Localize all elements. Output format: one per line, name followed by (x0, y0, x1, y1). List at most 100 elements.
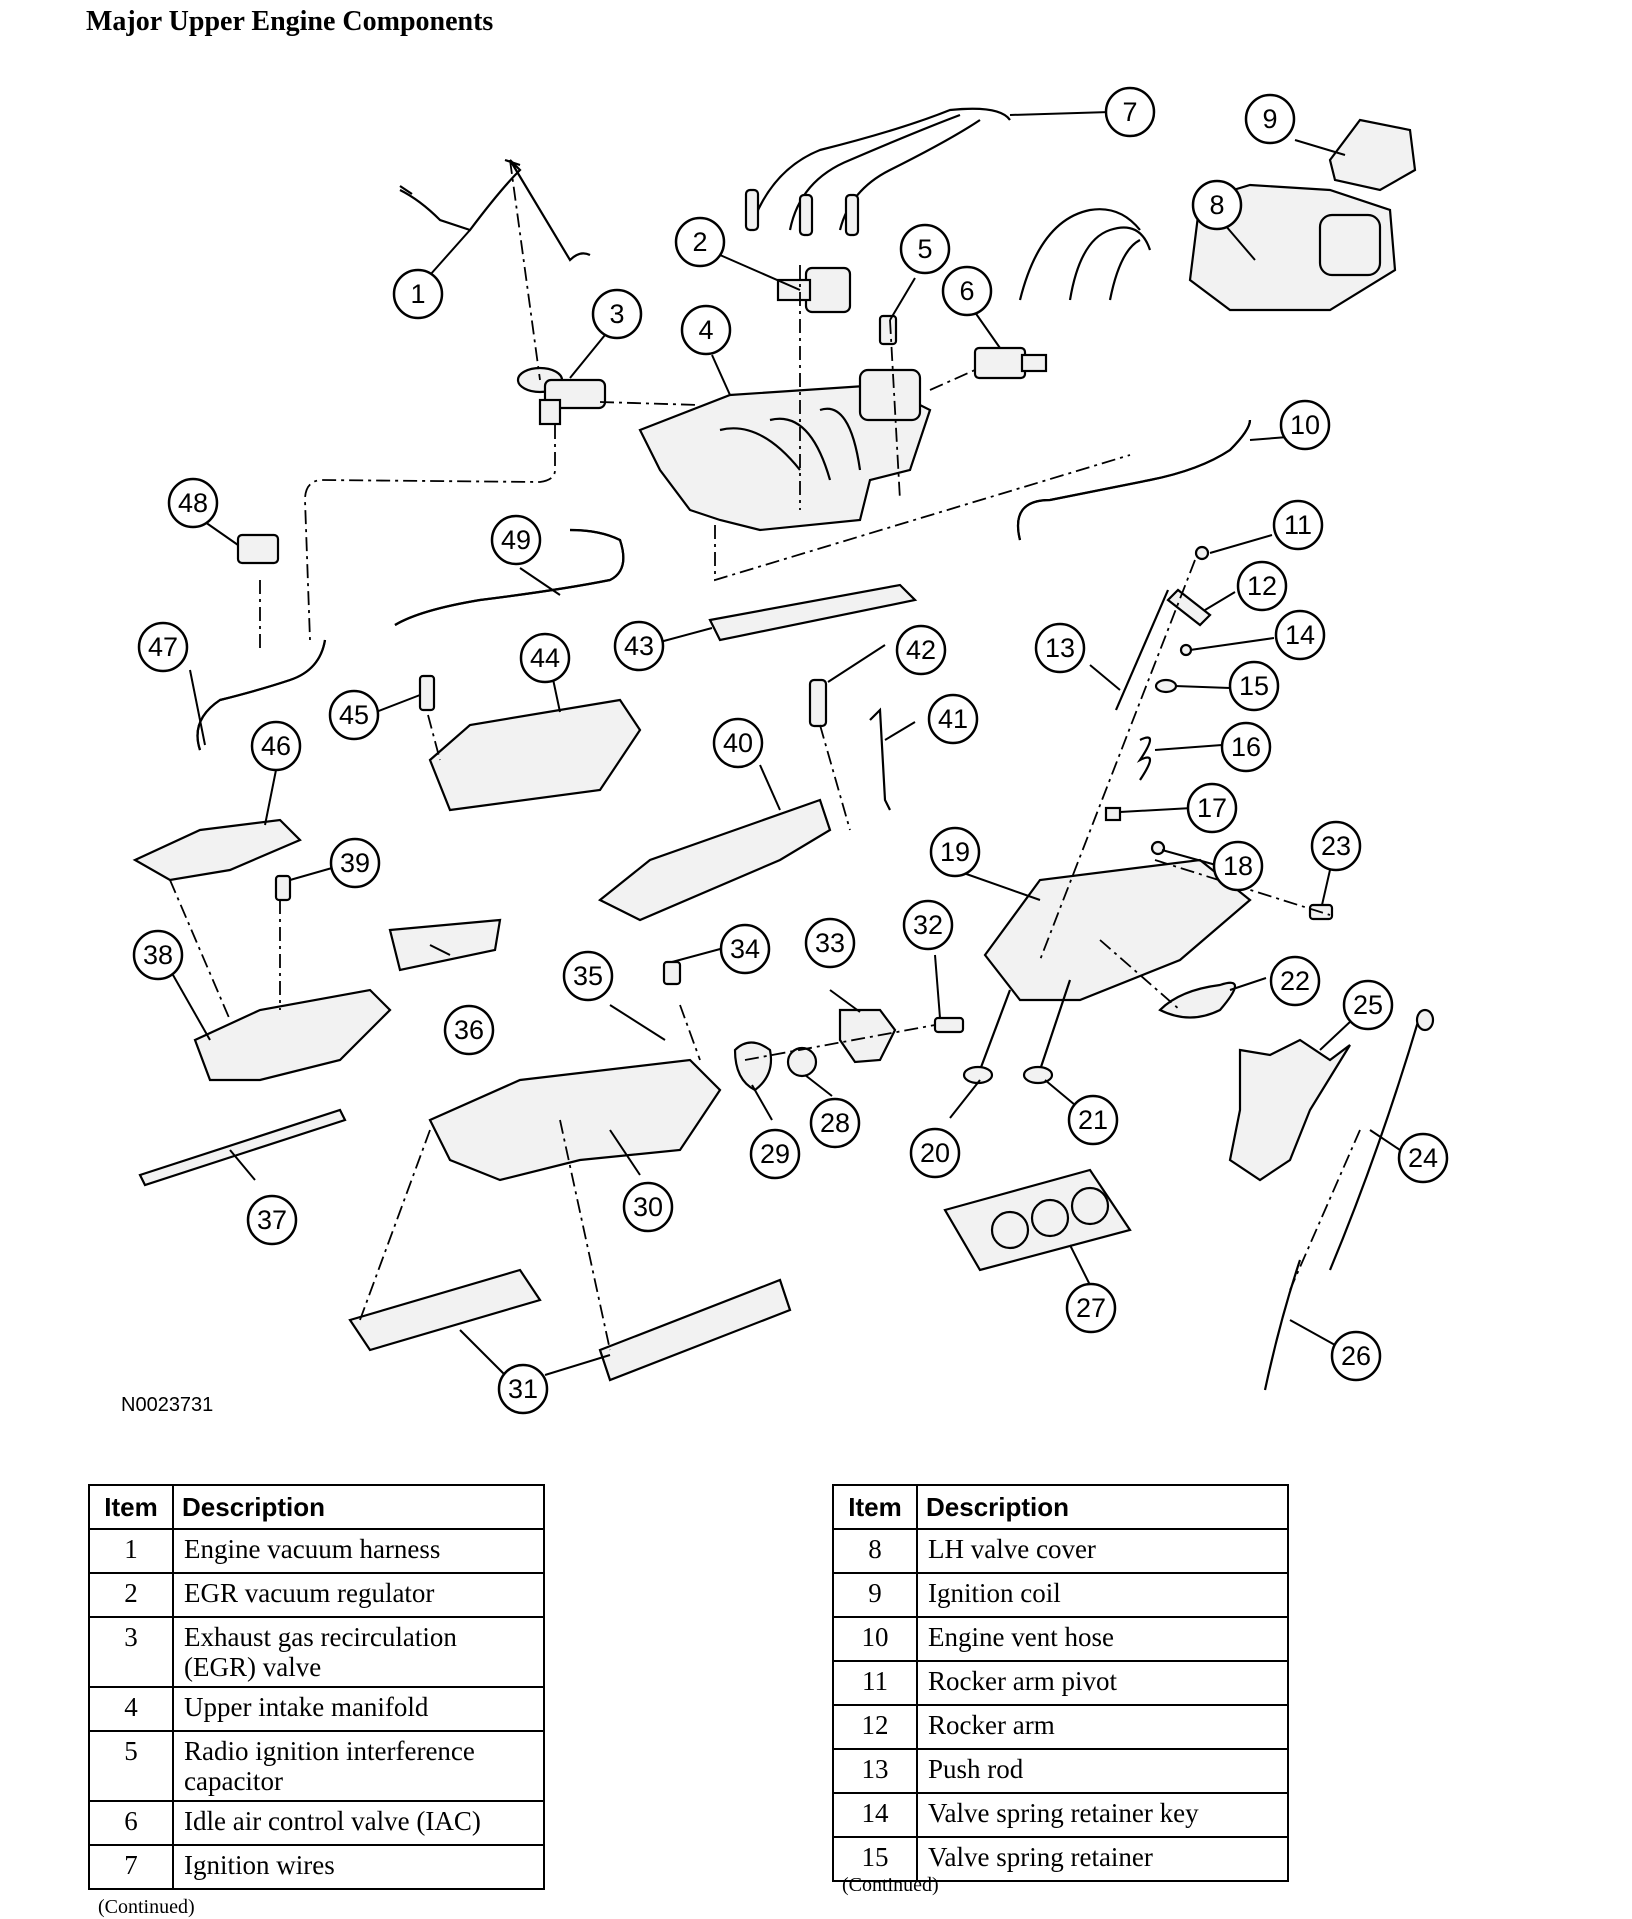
svg-text:3: 3 (609, 299, 624, 329)
item-number: 13 (832, 1748, 918, 1794)
callout-39: 39 (329, 837, 381, 889)
column-header-item: Item (832, 1484, 918, 1530)
callout-32: 32 (902, 899, 954, 951)
figure-id: N0023731 (121, 1394, 214, 1416)
svg-text:40: 40 (723, 728, 753, 758)
svg-text:38: 38 (143, 940, 173, 970)
callout-20: 20 (909, 1127, 961, 1179)
svg-text:37: 37 (257, 1205, 287, 1235)
callout-37: 37 (246, 1194, 298, 1246)
svg-text:44: 44 (530, 643, 560, 673)
item-description: Ignition coil (916, 1572, 1289, 1618)
callout-24: 24 (1397, 1132, 1449, 1184)
svg-text:28: 28 (820, 1108, 850, 1138)
item-number: 9 (832, 1572, 918, 1618)
callout-2: 2 (674, 216, 726, 268)
svg-text:4: 4 (698, 315, 713, 345)
svg-text:25: 25 (1353, 990, 1383, 1020)
callout-13: 13 (1034, 622, 1086, 674)
callout-17: 17 (1186, 782, 1238, 834)
callout-33: 33 (804, 917, 856, 969)
callout-11: 11 (1272, 499, 1324, 551)
item-description: Rocker arm pivot (916, 1660, 1289, 1706)
svg-text:15: 15 (1239, 671, 1269, 701)
svg-text:49: 49 (501, 525, 531, 555)
svg-text:19: 19 (940, 837, 970, 867)
item-number: 4 (88, 1686, 174, 1732)
callout-45: 45 (328, 689, 380, 741)
leader-lines (172, 111, 1401, 1376)
svg-text:45: 45 (339, 700, 369, 730)
item-number: 14 (832, 1792, 918, 1838)
callout-25: 25 (1342, 979, 1394, 1031)
item-number: 15 (832, 1836, 918, 1882)
item-description: Rocker arm (916, 1704, 1289, 1750)
svg-text:27: 27 (1076, 1293, 1106, 1323)
callout-16: 16 (1220, 721, 1272, 773)
svg-text:48: 48 (178, 488, 208, 518)
callout-4: 4 (680, 304, 732, 356)
callout-34: 34 (719, 923, 771, 975)
item-description: Upper intake manifold (172, 1686, 545, 1732)
item-description: Radio ignition interference capacitor (172, 1730, 545, 1802)
svg-text:12: 12 (1247, 571, 1277, 601)
item-number: 6 (88, 1800, 174, 1846)
svg-text:16: 16 (1231, 732, 1261, 762)
item-number: 7 (88, 1844, 174, 1890)
svg-text:24: 24 (1408, 1143, 1438, 1173)
column-header-description: Description (172, 1484, 545, 1530)
svg-text:31: 31 (508, 1374, 538, 1404)
callout-8: 8 (1191, 179, 1243, 231)
item-description: Push rod (916, 1748, 1289, 1794)
callout-48: 48 (167, 477, 219, 529)
callout-41: 41 (927, 693, 979, 745)
svg-text:18: 18 (1223, 851, 1253, 881)
item-description: Valve spring retainer key (916, 1792, 1289, 1838)
svg-text:23: 23 (1321, 831, 1351, 861)
svg-text:33: 33 (815, 928, 845, 958)
callout-12: 12 (1236, 560, 1288, 612)
svg-text:29: 29 (760, 1139, 790, 1169)
page-title: Major Upper Engine Components (86, 6, 494, 37)
callout-27: 27 (1065, 1282, 1117, 1334)
item-description: Engine vent hose (916, 1616, 1289, 1662)
callout-10: 10 (1279, 399, 1331, 451)
item-description: Exhaust gas recirculation (EGR) valve (172, 1616, 545, 1688)
svg-text:36: 36 (454, 1015, 484, 1045)
item-number: 10 (832, 1616, 918, 1662)
svg-text:5: 5 (917, 234, 932, 264)
svg-text:47: 47 (148, 632, 178, 662)
svg-text:39: 39 (340, 848, 370, 878)
callout-35: 35 (562, 950, 614, 1002)
svg-text:35: 35 (573, 961, 603, 991)
item-description: Valve spring retainer (916, 1836, 1289, 1882)
callout-21: 21 (1067, 1094, 1119, 1146)
svg-text:20: 20 (920, 1138, 950, 1168)
svg-text:22: 22 (1280, 966, 1310, 996)
svg-text:7: 7 (1122, 97, 1137, 127)
callout-1: 1 (392, 268, 444, 320)
callout-7: 7 (1104, 86, 1156, 138)
callout-23: 23 (1310, 820, 1362, 872)
callout-6: 6 (941, 265, 993, 317)
item-description: Engine vacuum harness (172, 1528, 545, 1574)
callout-43: 43 (613, 620, 665, 672)
callout-30: 30 (622, 1181, 674, 1233)
callout-46: 46 (250, 720, 302, 772)
svg-text:9: 9 (1262, 104, 1277, 134)
svg-text:13: 13 (1045, 633, 1075, 663)
svg-text:6: 6 (959, 276, 974, 306)
callout-49: 49 (490, 514, 542, 566)
callout-29: 29 (749, 1128, 801, 1180)
item-number: 8 (832, 1528, 918, 1574)
